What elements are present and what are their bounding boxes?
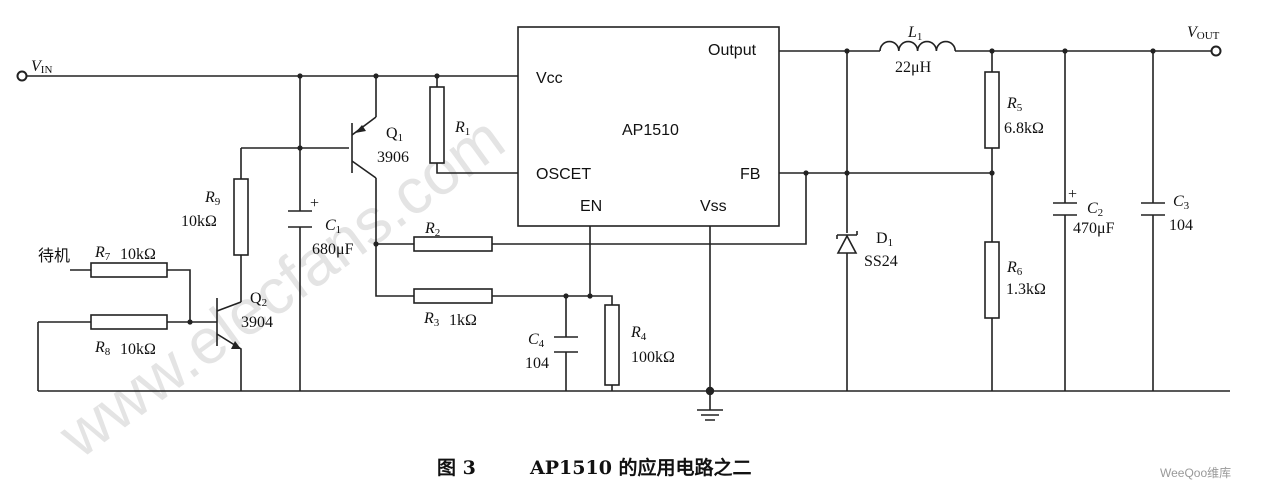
- c1-value: 680μF: [312, 241, 354, 258]
- r3-value: 1kΩ: [449, 312, 477, 329]
- site-logo: WeeQoo维库: [1160, 465, 1231, 480]
- pin-vcc-label: Vcc: [536, 70, 563, 87]
- transistor-q1: [351, 116, 377, 179]
- d1-label: D1: [876, 230, 893, 249]
- capacitor-c1: [288, 210, 312, 228]
- inductor-l1: [879, 40, 956, 52]
- r5-label: R5: [1006, 95, 1023, 114]
- ic-ap1510-body: [517, 26, 780, 227]
- c3-label: C3: [1173, 193, 1190, 212]
- r1-label: R1: [454, 119, 470, 138]
- vin-label: VIN: [31, 58, 52, 76]
- c1-label: C1: [325, 217, 341, 236]
- q2-value: 3904: [241, 314, 273, 331]
- resistor-r8: [90, 314, 168, 330]
- resistor-r7: [90, 262, 168, 278]
- resistor-r6: [984, 241, 1000, 319]
- r4-value: 100kΩ: [631, 349, 675, 366]
- r4-label: R4: [630, 324, 647, 343]
- r5-value: 6.8kΩ: [1004, 120, 1044, 137]
- capacitor-c4: [554, 336, 578, 353]
- figure-number: 图 3: [437, 457, 476, 479]
- c1-polarity: +: [310, 195, 319, 212]
- r2-label: R2: [424, 220, 440, 239]
- q2-label: Q2: [250, 290, 267, 309]
- resistor-r5: [984, 71, 1000, 149]
- pin-en-label: EN: [580, 198, 602, 215]
- r7-value: 10kΩ: [120, 246, 156, 263]
- q1-label: Q1: [386, 125, 403, 144]
- c2-label: C2: [1087, 200, 1103, 219]
- pin-vss-label: Vss: [700, 198, 727, 215]
- resistor-r3: [413, 288, 493, 304]
- r7-label: R7: [94, 244, 111, 263]
- q1-value: 3906: [377, 149, 409, 166]
- vin-terminal: [16, 70, 28, 82]
- resistor-r9: [233, 178, 249, 256]
- resistor-r4: [604, 304, 620, 386]
- resistor-r2: [413, 236, 493, 252]
- ic-name: AP1510: [622, 122, 679, 139]
- wires: [25, 50, 1230, 421]
- r6-value: 1.3kΩ: [1006, 281, 1046, 298]
- r6-label: R6: [1006, 259, 1023, 278]
- figure-title: AP1510 的应用电路之二: [529, 456, 752, 479]
- diode-d1: [836, 231, 858, 254]
- l1-value: 22μH: [895, 59, 932, 76]
- standby-label: 待机: [38, 247, 70, 265]
- watermark: www.elecfans.com: [45, 102, 517, 472]
- pin-output-label: Output: [708, 42, 757, 59]
- l1-label: L1: [907, 24, 922, 43]
- r9-value: 10kΩ: [181, 213, 217, 230]
- r3-label: R3: [423, 310, 440, 329]
- d1-value: SS24: [864, 253, 898, 270]
- r9-label: R9: [204, 189, 221, 208]
- junction-dots: [187, 48, 1156, 396]
- pin-oscet-label: OSCET: [536, 166, 591, 183]
- q2-emitter-arrow: [231, 341, 241, 349]
- c2-polarity: +: [1068, 186, 1077, 203]
- resistor-r1: [429, 86, 445, 164]
- pin-fb-label: FB: [740, 166, 760, 183]
- q1-emitter-arrow: [355, 125, 366, 133]
- r8-label: R8: [94, 339, 111, 358]
- vout-terminal: [1210, 45, 1222, 57]
- c3-value: 104: [1169, 217, 1193, 234]
- c4-value: 104: [525, 355, 549, 372]
- capacitor-c3: [1141, 202, 1165, 216]
- capacitor-c2: [1053, 202, 1077, 216]
- r8-value: 10kΩ: [120, 341, 156, 358]
- c4-label: C4: [528, 331, 545, 350]
- vout-label: VOUT: [1187, 24, 1220, 42]
- c2-value: 470μF: [1073, 220, 1115, 237]
